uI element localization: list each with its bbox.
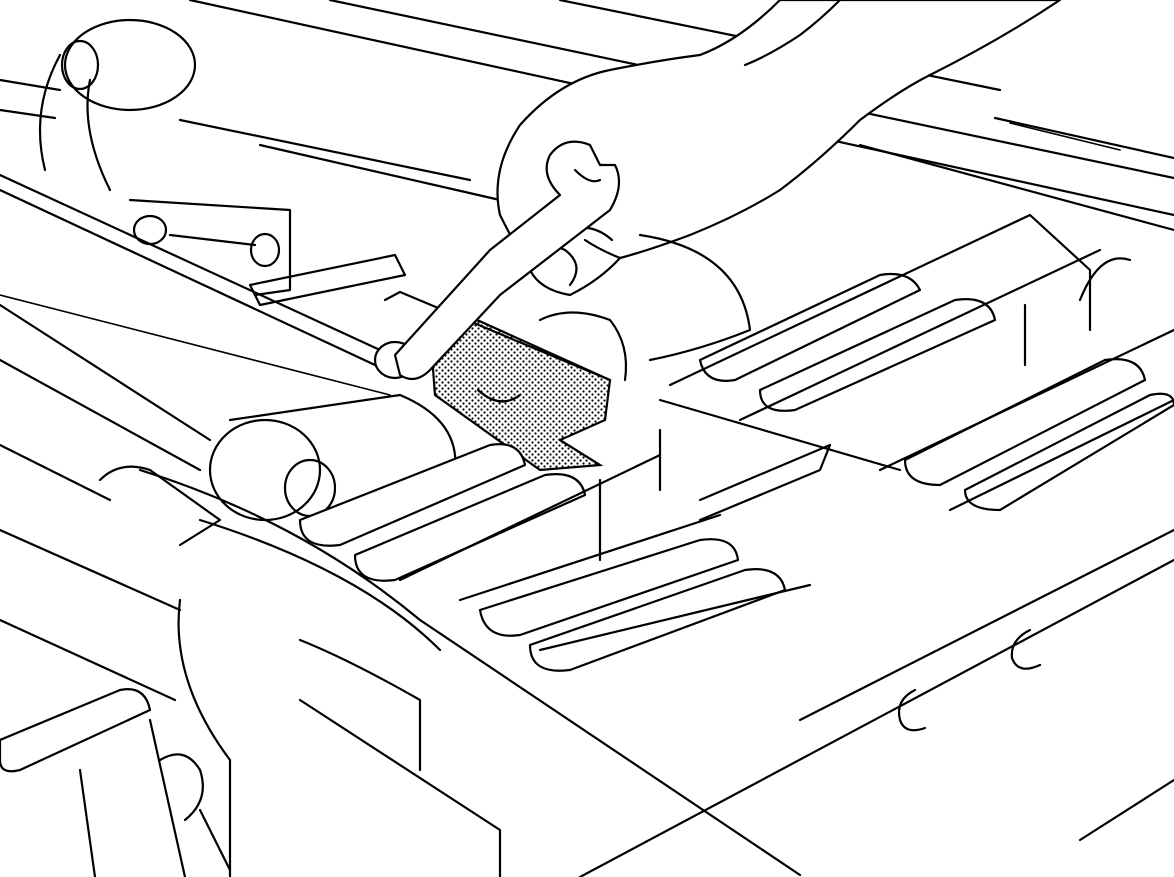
lower-rollers bbox=[298, 428, 812, 672]
pulley-bracket bbox=[0, 18, 292, 297]
mounting-holes bbox=[897, 628, 1042, 732]
tracking-block bbox=[373, 290, 612, 472]
wrench bbox=[393, 140, 621, 381]
hand bbox=[496, 0, 1062, 297]
conveyor-belt bbox=[0, 118, 502, 702]
guide-shaft bbox=[248, 253, 407, 307]
frame-side-rail bbox=[98, 465, 1174, 877]
roller-conveyor bbox=[538, 213, 1174, 522]
stand-lever bbox=[0, 688, 232, 877]
